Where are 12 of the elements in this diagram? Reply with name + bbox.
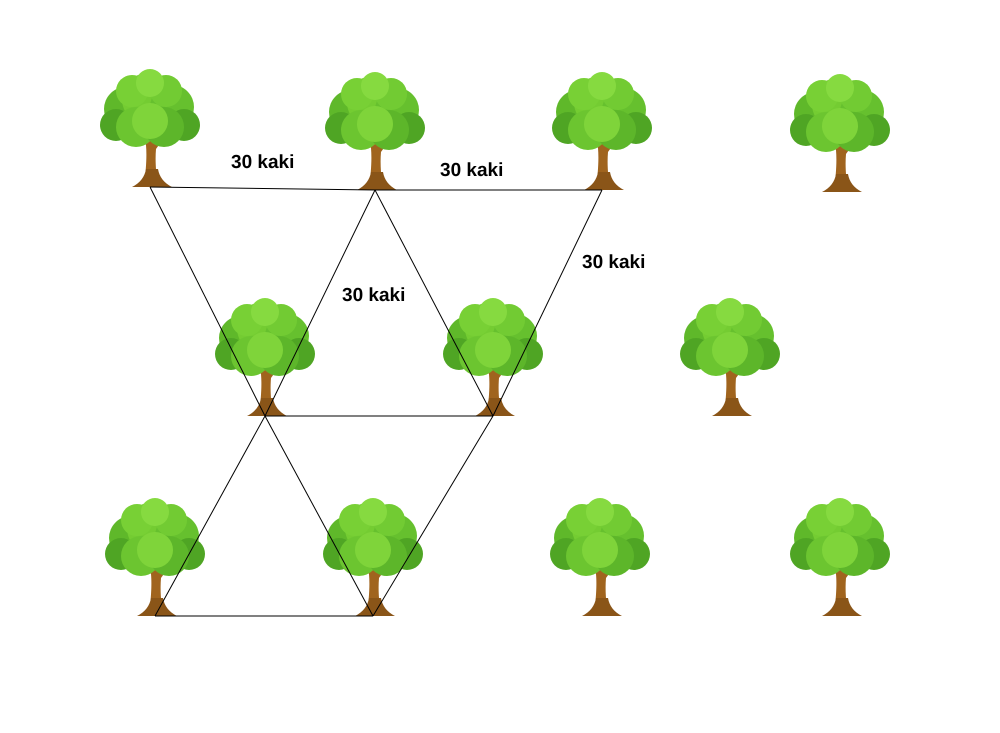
edge-label: 30 kaki xyxy=(582,252,646,274)
edge-label: 30 kaki xyxy=(231,152,294,174)
edge-label: 30 kaki xyxy=(440,160,504,182)
connecting-line xyxy=(150,186,266,416)
connecting-line xyxy=(264,190,376,416)
connecting-line xyxy=(264,416,374,616)
connecting-line xyxy=(372,416,494,616)
connecting-line xyxy=(150,186,376,190)
connecting-line xyxy=(492,190,602,416)
distance-label: 30 kaki xyxy=(342,285,406,307)
connecting-line xyxy=(154,416,266,616)
connecting-line xyxy=(374,190,494,416)
